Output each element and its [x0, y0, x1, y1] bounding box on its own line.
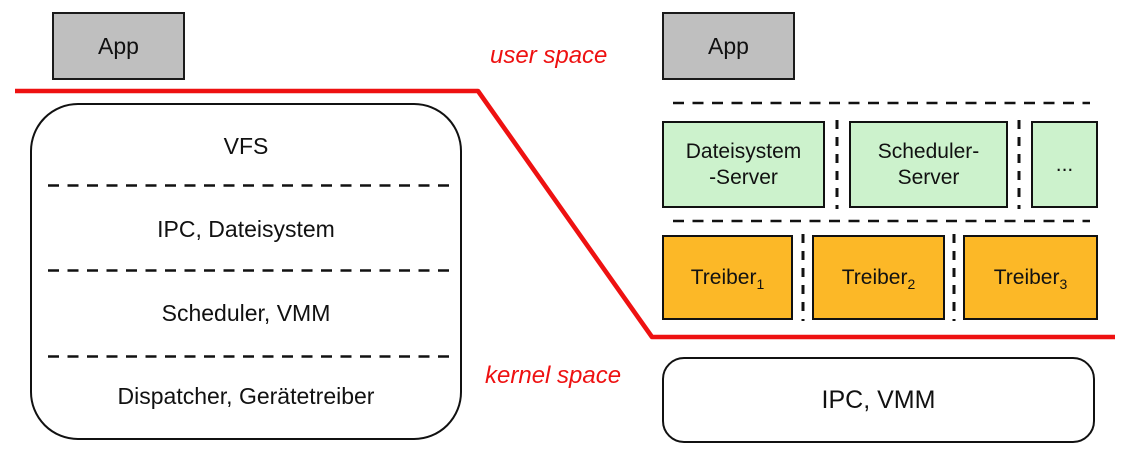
- server-label-line2: Server: [897, 165, 960, 189]
- kernel-layer-label: IPC, Dateisystem: [157, 216, 335, 243]
- kernel-layer-vfs: VFS: [32, 105, 460, 188]
- left-app-label: App: [98, 32, 139, 59]
- driver-label: Treiber2: [841, 265, 916, 292]
- server-box-ellipsis: ...: [1031, 121, 1098, 208]
- driver-box-2: Treiber2: [812, 235, 945, 320]
- right-app-label: App: [708, 32, 749, 59]
- kernel-layer-label: VFS: [223, 133, 269, 160]
- left-app-box: App: [52, 12, 185, 80]
- kernel-layer-label: Dispatcher, Gerätetreiber: [117, 382, 375, 409]
- kernel-layer-dispatcher-geraetetreiber: Dispatcher, Gerätetreiber: [32, 355, 460, 438]
- driver-box-3: Treiber3: [963, 235, 1098, 320]
- server-label-line1: Dateisystem: [685, 139, 802, 163]
- kernel-layer-label: Scheduler, VMM: [161, 299, 331, 326]
- kernel-layer-ipc-dateisystem: IPC, Dateisystem: [32, 188, 460, 271]
- server-label-line2: -Server: [709, 165, 778, 189]
- driver-subscript: 1: [756, 275, 765, 292]
- server-box-scheduler: Scheduler- Server: [849, 121, 1008, 208]
- driver-label: Treiber3: [993, 265, 1068, 292]
- microkernel-label: IPC, VMM: [821, 385, 936, 414]
- microkernel-box: IPC, VMM: [662, 357, 1095, 443]
- driver-subscript: 2: [907, 275, 916, 292]
- driver-box-1: Treiber1: [662, 235, 793, 320]
- right-app-box: App: [662, 12, 795, 80]
- server-label-line1: ...: [1055, 152, 1074, 176]
- user-space-label: user space: [490, 42, 608, 69]
- server-label-line1: Scheduler-: [877, 139, 980, 163]
- server-box-dateisystem: Dateisystem -Server: [662, 121, 825, 208]
- driver-subscript: 3: [1059, 275, 1068, 292]
- monolithic-kernel-box: VFS IPC, Dateisystem Scheduler, VMM Disp…: [30, 103, 462, 440]
- driver-label: Treiber1: [690, 265, 765, 292]
- kernel-space-label: kernel space: [485, 362, 622, 389]
- kernel-layer-scheduler-vmm: Scheduler, VMM: [32, 272, 460, 355]
